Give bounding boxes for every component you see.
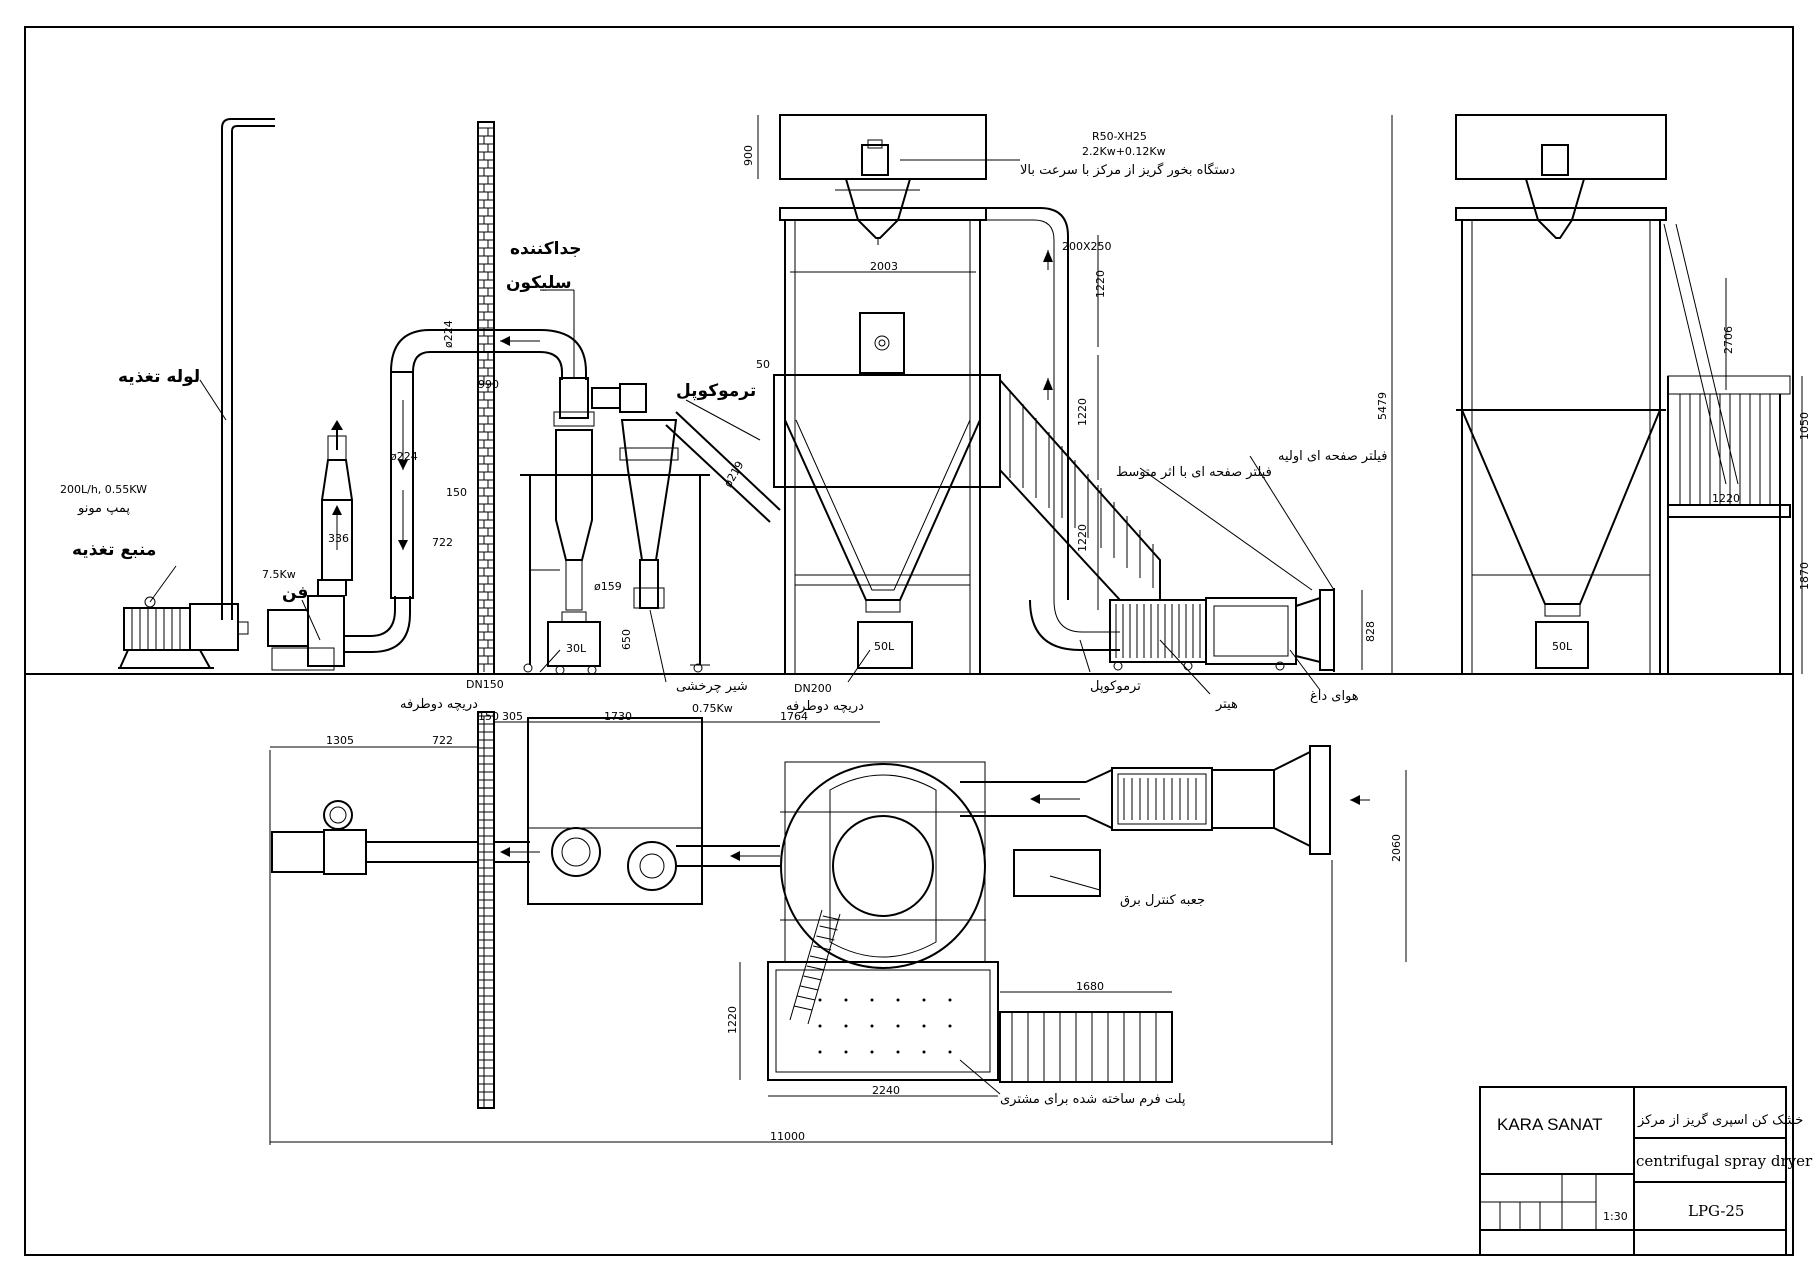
fan — [267, 420, 411, 671]
dim-50l-a: 50L — [874, 640, 895, 653]
feed-pipe-label: لوله تغذیه — [118, 367, 200, 387]
heater-label: هیتر — [1215, 697, 1238, 712]
thermocouple-bottom-label: ترموکوپل — [1090, 679, 1141, 694]
cyclone-label-1: جداکننده — [510, 239, 582, 259]
plan-dim-305: 305 — [502, 710, 523, 723]
dim-159: ø159 — [594, 580, 622, 593]
dim-30l: 30L — [566, 642, 587, 655]
brick-wall — [477, 121, 495, 675]
dim-1050: 1050 — [1798, 412, 1811, 440]
dim-150: 150 — [446, 486, 467, 499]
title-block — [1479, 1086, 1787, 1256]
company-name: KARA SANAT — [1497, 1115, 1603, 1134]
atomizer-power-label: 2.2Kw+0.12Kw — [1082, 145, 1166, 158]
rotary-valve-label: شیر چرخشی — [676, 679, 748, 694]
plan-dim-2240: 2240 — [872, 1084, 900, 1097]
plan-dim-2060: 2060 — [1390, 834, 1403, 862]
rotary-power-label: 0.75Kw — [692, 702, 733, 715]
dim-990: 990 — [478, 378, 499, 391]
plan-dim-150: 150 — [478, 710, 499, 723]
scale-label: 1:30 — [1603, 1210, 1628, 1223]
primary-filter-label: فیلتر صفحه ای اولیه — [1278, 449, 1387, 464]
side-view-tower — [1455, 114, 1791, 674]
dim-1220-b: 1220 — [1076, 398, 1089, 426]
hot-air-label: هوای داغ — [1310, 689, 1359, 704]
medium-filter-label: فیلتر صفحه ای با اثر متوسط — [1116, 465, 1272, 480]
heater-unit — [1109, 588, 1335, 672]
dn150-label: DN150 — [466, 678, 504, 691]
fan-label: فن — [282, 583, 308, 603]
dim-722: 722 — [432, 536, 453, 549]
pump-name-label: پمپ مونو — [77, 501, 130, 516]
drying-chamber — [773, 114, 1001, 674]
plan-view — [271, 711, 1370, 1109]
leader-lines — [149, 159, 1335, 1095]
plan-dim-722: 722 — [432, 734, 453, 747]
fan-power-label: 7.5Kw — [262, 568, 296, 581]
plan-dim-1305: 1305 — [326, 734, 354, 747]
feed-pipe — [221, 118, 275, 620]
plan-dim-11000: 11000 — [770, 1130, 805, 1143]
dim-50: 50 — [756, 358, 770, 371]
dim-5479: 5479 — [1376, 392, 1389, 420]
title-fa: خشک کن اسپری گریز از مرکز — [1637, 1112, 1803, 1128]
feed-pump — [118, 596, 249, 669]
drawing-frame — [24, 26, 1794, 1256]
dim-2003: 2003 — [870, 260, 898, 273]
control-box-label: جعبه کنترل برق — [1120, 893, 1205, 908]
feed-source-label: منبع تغذیه — [72, 540, 156, 560]
title-en: centrifugal spray dryer — [1636, 1152, 1813, 1170]
plan-dim-1730: 1730 — [604, 710, 632, 723]
atomizer-model-label: R50-XH25 — [1092, 130, 1147, 143]
dim-336: 336 — [328, 532, 349, 545]
dimension-lines — [269, 115, 1803, 1145]
dim-828: 828 — [1364, 621, 1377, 642]
dim-224-a: ø224 — [442, 320, 455, 348]
dim-1220-a: 1220 — [1094, 270, 1107, 298]
hot-air-duct — [986, 207, 1120, 651]
dim-50l-b: 50L — [1552, 640, 1573, 653]
dim-1220-c: 1220 — [1076, 524, 1089, 552]
cyclone-separator — [520, 377, 781, 675]
dim-1220-r: 1220 — [1712, 492, 1740, 505]
model-label: LPG-25 — [1688, 1202, 1744, 1220]
atomizer-desc-label: دستگاه بخور گریز از مرکز با سرعت بالا — [1020, 162, 1235, 178]
double-valve-label-2: دریچه دوطرفه — [786, 699, 864, 714]
dim-224-b: ø224 — [390, 450, 418, 463]
pump-spec-label: 200L/h, 0.55KW — [60, 483, 147, 496]
cyclone-label-2: سلیکون — [506, 273, 572, 293]
plan-dim-1764: 1764 — [780, 710, 808, 723]
plan-dim-1680: 1680 — [1076, 980, 1104, 993]
platform-label: پلت فرم ساخته شده برای مشتری — [1000, 1092, 1186, 1107]
thermocouple-top-label: ترموکوپل — [676, 381, 756, 401]
double-valve-label-1: دریچه دوطرفه — [400, 697, 478, 712]
dim-200x250: 200X250 — [1062, 240, 1112, 253]
plan-dim-1220: 1220 — [726, 1006, 739, 1034]
dn200-label: DN200 — [794, 682, 832, 695]
dim-900: 900 — [742, 145, 755, 166]
dim-650: 650 — [620, 629, 633, 650]
text-labels: لوله تغذیه 200L/h, 0.55KW پمپ مونو منبع … — [60, 130, 1813, 1223]
dim-1870: 1870 — [1798, 562, 1811, 590]
dim-2706: 2706 — [1722, 326, 1735, 354]
